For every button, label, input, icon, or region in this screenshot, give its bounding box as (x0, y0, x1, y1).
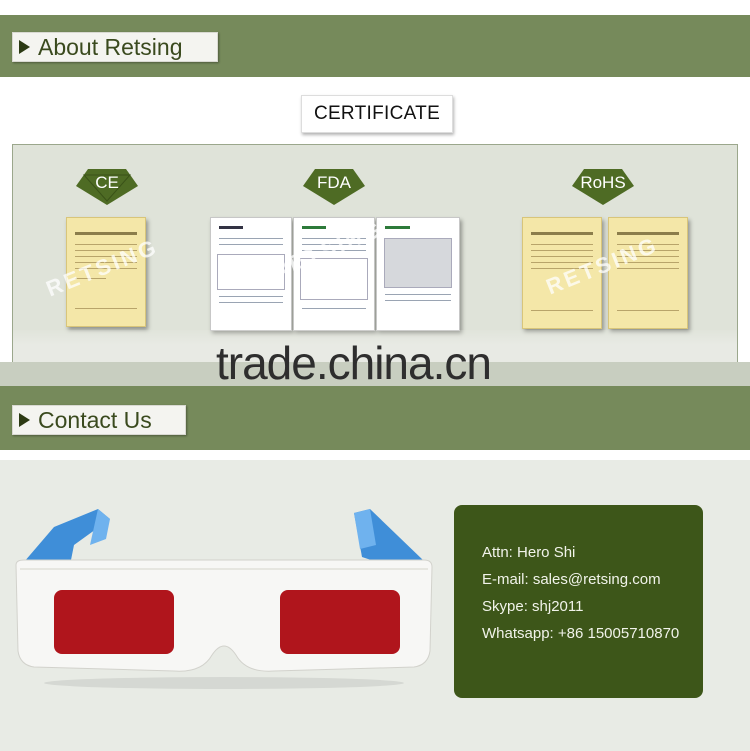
contact-info-box: Attn: Hero Shi E-mail: sales@retsing.com… (454, 505, 703, 698)
rohs-badge: RoHS (572, 167, 634, 205)
fda-document-image-3 (376, 217, 460, 331)
ce-certificate-image (66, 217, 146, 327)
certificate-panel: CE FDA RoHS (12, 144, 738, 380)
rohs-badge-label: RoHS (580, 173, 626, 192)
about-section-tab: About Retsing (12, 32, 218, 62)
play-triangle-icon (19, 413, 30, 427)
contact-whatsapp: Whatsapp: +86 15005710870 (482, 625, 680, 642)
contact-section-title: Contact Us (38, 406, 152, 433)
contact-email[interactable]: E-mail: sales@retsing.com (482, 571, 661, 588)
contact-skype: Skype: shj2011 (482, 598, 584, 615)
about-section-band: About Retsing (0, 15, 750, 77)
watermark-bar (0, 362, 750, 386)
ce-badge-label: CE (95, 173, 119, 192)
badge-shape-icon (303, 169, 365, 205)
contact-section-band: Contact Us (0, 386, 750, 450)
about-section-title: About Retsing (38, 33, 183, 60)
ce-badge: CE (76, 167, 138, 205)
3d-glasses-image (15, 509, 433, 689)
badge-shape-icon (76, 169, 138, 205)
fda-document-image-2 (293, 217, 375, 331)
fda-document-image-1 (210, 217, 292, 331)
play-triangle-icon (19, 40, 30, 54)
badge-shape-icon (572, 169, 634, 205)
fda-badge-label: FDA (317, 173, 351, 192)
certificate-title: CERTIFICATE (301, 95, 453, 133)
rohs-certificate-image-1 (522, 217, 602, 329)
contact-attn: Attn: Hero Shi (482, 544, 576, 561)
site-watermark: trade.china.cn (216, 337, 492, 389)
rohs-certificate-image-2 (608, 217, 688, 329)
fda-badge: FDA (303, 167, 365, 205)
contact-section-tab: Contact Us (12, 405, 186, 435)
